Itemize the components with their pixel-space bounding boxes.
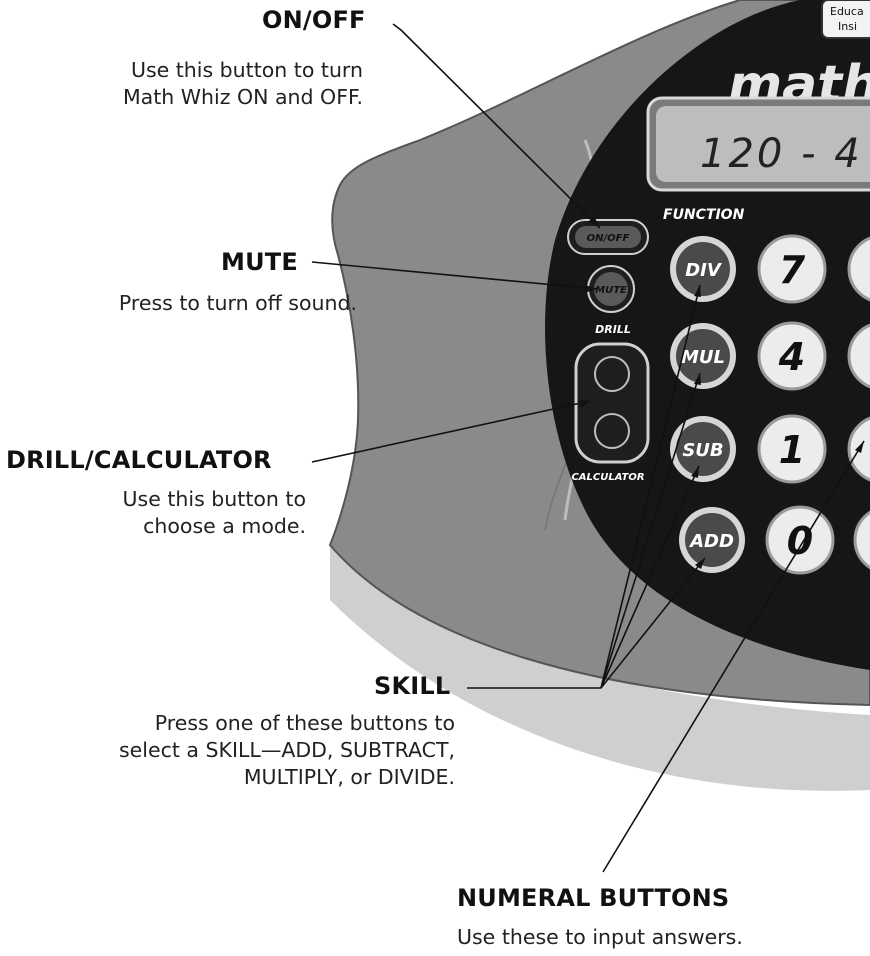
numeral-arrowhead [855, 441, 864, 453]
number-button-4-cap [757, 321, 827, 391]
onoff-button[interactable]: ON/OFF [567, 219, 649, 255]
div-button[interactable]: DIV [670, 236, 736, 302]
drill-arrowhead [579, 400, 590, 408]
number-button-0-cap [765, 505, 835, 575]
number-button-0-label: 0 [787, 519, 813, 563]
device-shadow [330, 545, 870, 791]
div-arrowhead [694, 285, 701, 297]
brand-badge [821, 0, 870, 39]
mute-button-label: MUTE [595, 285, 627, 296]
drill-label: DRILL [595, 323, 631, 336]
badge-text-line1: Educa [830, 5, 864, 18]
drill-callout-description: Use this button to choose a mode. [122, 487, 306, 538]
mute-callout-description: Press to turn off sound. [118, 291, 357, 315]
onoff-leader-line [392, 23, 601, 229]
sub-button-cap [676, 422, 730, 476]
sub-button-label: SUB [682, 440, 723, 461]
onoff-button-label: ON/OFF [587, 233, 630, 244]
mute-callout-title: MUTE [221, 248, 298, 276]
number-button-1-cap [757, 414, 827, 484]
lcd-display-text: 120 - 4 [700, 131, 863, 177]
skill-leader-mul [600, 372, 701, 689]
number-button-4-label: 4 [778, 335, 805, 379]
number-button-7[interactable]: 7 [757, 234, 827, 304]
mul-button[interactable]: MUL [670, 323, 736, 389]
drill-switch-frame [574, 342, 650, 464]
drill-calculator-switch[interactable] [574, 342, 650, 464]
add-button-cap [685, 513, 739, 567]
drill-leader-line [311, 400, 591, 463]
function-label: FUNCTION [663, 207, 745, 223]
number-button-1[interactable]: 1 [757, 414, 827, 484]
sub-arrowhead [691, 466, 699, 478]
number-button-partial[interactable] [853, 507, 870, 573]
number-button-0[interactable]: 0 [765, 505, 835, 575]
mul-button-cap [676, 329, 730, 383]
number-button-7-label: 7 [779, 248, 806, 292]
add-button-label: ADD [688, 531, 734, 552]
skill-callout-description: Press one of these buttons to select a S… [118, 711, 455, 789]
badge-text-line2: Insi [838, 20, 857, 33]
number-button-4[interactable]: 4 [757, 321, 827, 391]
add-arrowhead [695, 558, 705, 569]
numeral-callout-description: Use these to input answers. [457, 925, 743, 949]
calculator-label: CALCULATOR [571, 472, 644, 483]
div-button-cap [676, 242, 730, 296]
drill-switch-top-position [594, 356, 630, 392]
mul-arrowhead [694, 373, 701, 385]
skill-leader-sub [600, 465, 700, 689]
number-button-1-label: 1 [779, 428, 805, 472]
mute-leader-line [311, 261, 598, 290]
number-button-partial[interactable] [847, 236, 870, 302]
onoff-callout-title: ON/OFF [262, 6, 366, 34]
lcd-display [656, 106, 870, 182]
skill-callout-title: SKILL [374, 672, 451, 700]
onoff-button-cap [575, 226, 641, 248]
onoff-arrowhead [588, 216, 600, 228]
skill-leader-div [600, 284, 701, 689]
drill-callout-title: DRILL/CALCULATOR [6, 446, 272, 474]
onoff-callout-description: Use this button to turn Math Whiz ON and… [122, 58, 363, 109]
number-button-partial[interactable] [847, 323, 870, 389]
div-button-label: DIV [685, 260, 723, 281]
mute-button-cap [594, 272, 628, 306]
number-button-7-cap [757, 234, 827, 304]
numeral-callout-title: NUMERAL BUTTONS [457, 884, 730, 912]
numeral-leader-line [602, 440, 865, 873]
add-button[interactable]: ADD [679, 507, 745, 573]
drill-switch-bottom-position [594, 413, 630, 449]
mul-button-label: MUL [681, 347, 725, 368]
mute-arrowhead [584, 285, 597, 293]
sub-button[interactable]: SUB [670, 416, 736, 482]
skill-leader-add [600, 557, 706, 689]
